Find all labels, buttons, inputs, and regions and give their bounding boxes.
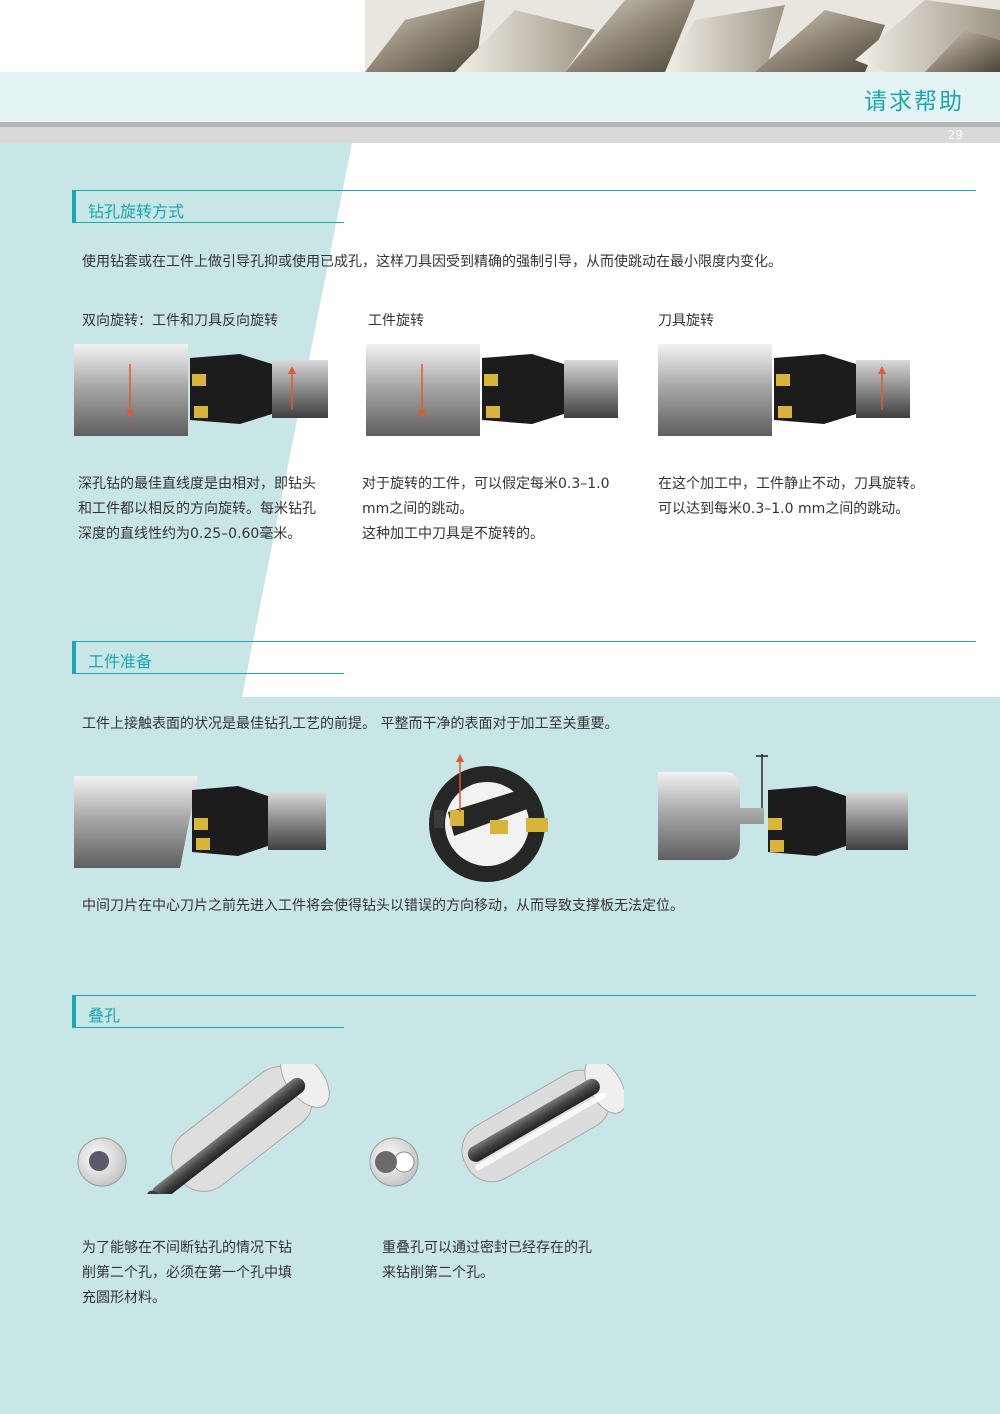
header-rule	[0, 122, 1000, 127]
section-title-rotation: 钻孔旋转方式	[88, 202, 185, 221]
figure-filled-hole	[77, 1064, 330, 1194]
rotation-desc-counter: 深孔钻的最佳直线度是由相对，即钻头 和工件都以相反的方向旋转。每米钻孔 深度的直…	[78, 476, 316, 542]
workpiece-intro: 工件上接触表面的状况是最佳钻孔工艺的前提。 平整而干净的表面对于加工至关重要。	[82, 716, 619, 732]
rotation-intro: 使用钻套或在工件上做引导孔抑或使用已成孔，这样刀具因受到精确的强制引导，从而使跳…	[82, 254, 782, 270]
section-marker	[72, 996, 76, 1027]
rotation-caption-workpiece: 工件旋转	[368, 313, 424, 329]
rotation-desc-workpiece: 对于旋转的工件，可以假定每米0.3–1.0 mm之间的跳动。 这种加工中刀具是不…	[362, 476, 610, 542]
section-title-underline	[72, 222, 344, 223]
section-marker	[72, 191, 76, 222]
page-title: 请求帮助	[864, 89, 964, 115]
section-title-underline	[72, 673, 344, 674]
header-photo-metal-chips	[365, 0, 1000, 72]
figure-tool-rotation	[658, 344, 910, 436]
section-rule	[72, 995, 976, 996]
section-rule	[72, 641, 976, 642]
section-rule	[72, 190, 976, 191]
overlap-desc-seal: 重叠孔可以通过密封已经存在的孔 来钻削第二个孔。	[382, 1240, 592, 1281]
header-subband	[0, 127, 1000, 143]
section-title-workpiece: 工件准备	[88, 652, 153, 671]
figure-stepped-surface	[658, 754, 908, 860]
section-title-overlap: 叠孔	[88, 1006, 121, 1025]
figure-drill-head-front	[429, 754, 548, 882]
figure-counter-rotation	[74, 344, 328, 436]
rotation-caption-counter: 双向旋转：工件和刀具反向旋转	[82, 313, 278, 329]
section-title-underline	[72, 1027, 344, 1028]
rotation-desc-tool: 在这个加工中，工件静止不动，刀具旋转。 可以达到每米0.3–1.0 mm之间的跳…	[658, 476, 924, 517]
rotation-caption-tool: 刀具旋转	[658, 313, 714, 329]
overlap-desc-filled: 为了能够在不间断钻孔的情况下钻 削第二个孔，必须在第一个孔中填 充圆形材料。	[82, 1240, 292, 1306]
figure-overlap-hole	[369, 1064, 624, 1187]
page-number: 29	[947, 128, 963, 142]
header-band	[0, 72, 1000, 122]
figure-workpiece-rotation	[366, 344, 618, 436]
workpiece-note: 中间刀片在中心刀片之前先进入工件将会使得钻头以错误的方向移动，从而导致支撑板无法…	[82, 898, 684, 914]
section-marker	[72, 642, 76, 673]
figure-angled-surface	[74, 776, 326, 868]
